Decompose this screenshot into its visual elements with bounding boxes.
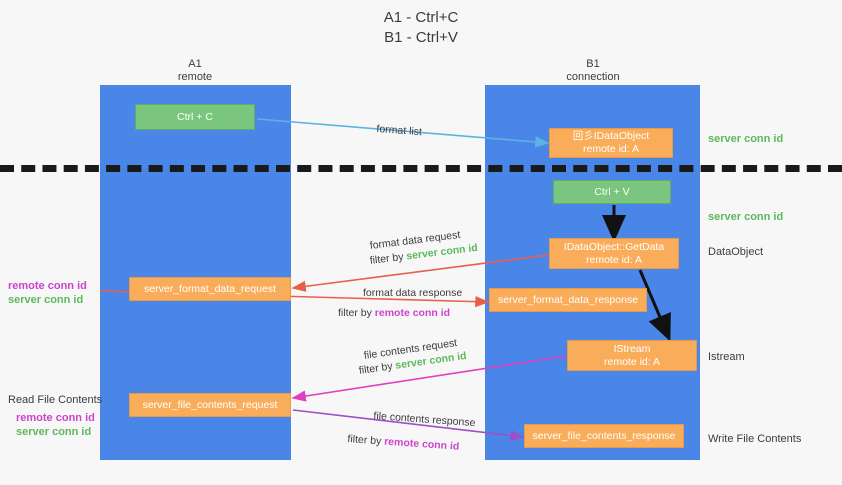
box-server-format-data-request-label: server_format_data_request: [144, 282, 276, 295]
column-header-a1: A1 remote: [140, 58, 250, 84]
box-getdata-title: IDataObject::GetData: [563, 240, 665, 253]
diagram-title: A1 - Ctrl+C B1 - Ctrl+V: [0, 8, 842, 48]
title-line-2: B1 - Ctrl+V: [384, 29, 458, 46]
box-ctrl-c[interactable]: Ctrl + C: [135, 104, 255, 130]
label-format-data-response-filter: filter by remote conn id: [338, 306, 450, 320]
column-a1-sub: remote: [177, 71, 213, 83]
left-label-server-conn-id-2: server conn id: [16, 426, 92, 438]
right-label-server-conn-id-top: server conn id: [708, 133, 784, 145]
filter-value-remote-conn-id-1: remote conn id: [374, 307, 451, 319]
right-label-write-file-contents: Write File Contents: [708, 433, 802, 445]
box-idataobject-title: 回彡IDataObject: [572, 130, 650, 142]
filter-prefix-4: filter by: [347, 432, 385, 448]
box-server-file-contents-request[interactable]: server_file_contents_request: [129, 393, 291, 417]
box-istream[interactable]: IStream remote id: A: [567, 340, 697, 371]
phase-divider: [0, 165, 842, 172]
box-server-format-data-response[interactable]: server_format_data_response: [489, 288, 647, 312]
box-server-file-contents-request-label: server_file_contents_request: [142, 398, 278, 411]
filter-value-remote-conn-id-2: remote conn id: [383, 435, 460, 453]
right-label-dataobject: DataObject: [708, 246, 764, 258]
column-b1-name: B1: [586, 58, 600, 70]
column-b1-sub: connection: [566, 71, 620, 83]
box-ctrl-v-label: Ctrl + V: [594, 185, 630, 198]
filter-prefix-3: filter by: [358, 359, 397, 377]
left-label-remote-conn-id-2: remote conn id: [16, 412, 95, 424]
label-format-list: format list: [376, 122, 423, 139]
box-server-file-contents-response[interactable]: server_file_contents_response: [524, 424, 684, 448]
label-format-data-response: format data response: [363, 287, 463, 299]
right-label-istream: Istream: [708, 351, 745, 363]
filter-prefix-1: filter by: [369, 250, 408, 267]
box-server-format-data-request[interactable]: server_format_data_request: [129, 277, 291, 301]
left-label-remote-conn-id-1: remote conn id: [8, 280, 87, 292]
title-line-1: A1 - Ctrl+C: [383, 9, 459, 26]
box-idataobject[interactable]: 回彡IDataObject remote id: A: [549, 128, 673, 158]
box-ctrl-v[interactable]: Ctrl + V: [553, 180, 671, 204]
label-file-contents-response-filter: filter by remote conn id: [347, 432, 460, 454]
box-server-format-data-response-label: server_format_data_response: [497, 293, 639, 306]
right-label-server-conn-id-mid: server conn id: [708, 211, 784, 223]
column-a1-name: A1: [188, 58, 202, 70]
left-label-group-1: remote conn id server conn id: [8, 279, 87, 307]
box-getdata[interactable]: IDataObject::GetData remote id: A: [549, 238, 679, 269]
left-label-read-file-contents: Read File Contents: [8, 394, 103, 406]
label-file-contents-response: file contents response: [373, 409, 476, 430]
column-header-b1: B1 connection: [538, 58, 648, 84]
left-label-server-conn-id-1: server conn id: [8, 294, 84, 306]
left-label-group-2: remote conn id server conn id: [16, 411, 95, 439]
box-istream-sub: remote id: A: [603, 355, 661, 368]
box-server-file-contents-response-label: server_file_contents_response: [532, 429, 676, 442]
box-getdata-sub: remote id: A: [585, 253, 643, 266]
filter-prefix-2: filter by: [338, 307, 375, 319]
box-idataobject-sub: remote id: A: [582, 143, 640, 155]
box-ctrl-c-label: Ctrl + C: [177, 110, 213, 123]
box-istream-title: IStream: [613, 342, 651, 355]
